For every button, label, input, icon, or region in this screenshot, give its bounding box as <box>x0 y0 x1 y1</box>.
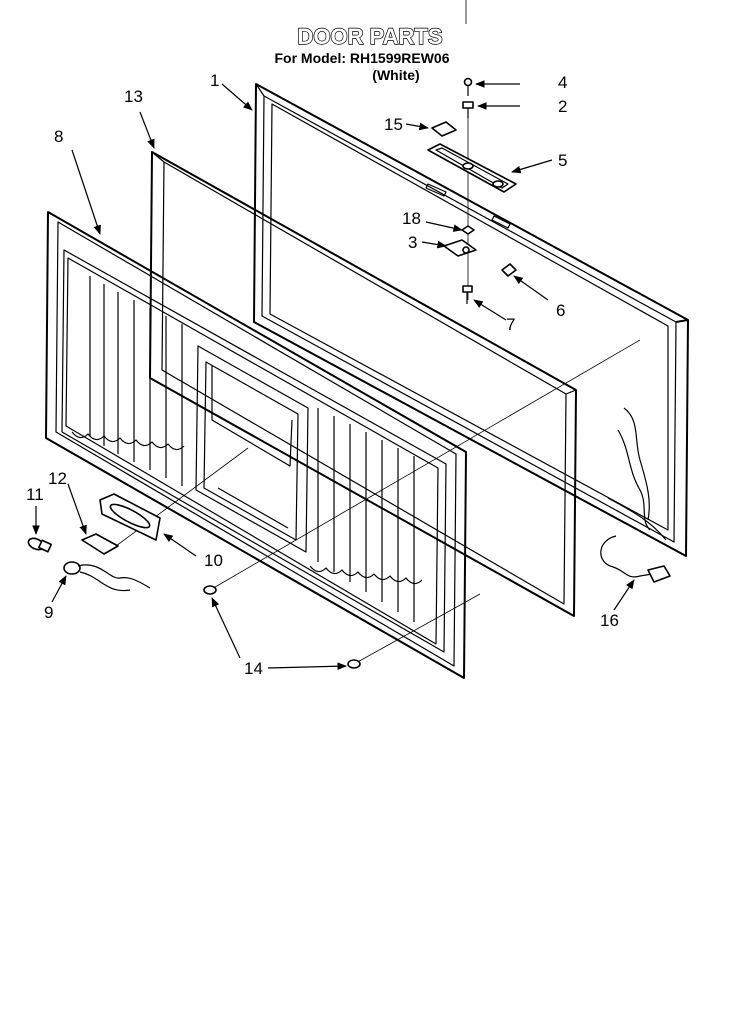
screw-part-7 <box>462 285 473 304</box>
diagram-title: DOOR PARTS <box>297 24 442 49</box>
callout-18: 18 <box>402 209 421 228</box>
callout-2: 2 <box>558 97 567 116</box>
screw-part-2 <box>462 101 474 118</box>
color-line: (White) <box>372 67 419 83</box>
lens-part-12 <box>81 533 119 555</box>
callout-7: 7 <box>506 315 515 334</box>
callout-9: 9 <box>44 603 53 622</box>
screw-part-4 <box>463 77 473 96</box>
callout-labels: 1 4 2 13 15 8 5 18 3 6 7 12 11 10 9 16 1… <box>26 71 619 678</box>
fastener-part-14 <box>203 585 361 669</box>
bulb-part-11 <box>27 537 53 553</box>
leader-lines <box>32 80 635 671</box>
wire-harness-part-16 <box>600 535 671 583</box>
handle-part-5 <box>427 143 517 193</box>
socket-part-9 <box>63 561 151 592</box>
pad-part-15 <box>431 121 457 137</box>
clip-part-18 <box>461 225 475 235</box>
callout-5: 5 <box>558 151 567 170</box>
model-line: For Model: RH1599REW06 <box>274 50 449 66</box>
callout-1: 1 <box>210 71 219 90</box>
callout-10: 10 <box>204 551 223 570</box>
alignment-lines <box>115 0 641 665</box>
callout-13: 13 <box>124 87 143 106</box>
door-gasket-part-13 <box>149 151 577 617</box>
callout-6: 6 <box>556 301 565 320</box>
callout-4: 4 <box>558 73 567 92</box>
inner-door-liner-part-8 <box>45 211 467 679</box>
lamp-housing-part-10 <box>99 493 161 541</box>
callout-8: 8 <box>54 127 63 146</box>
clip-part-6 <box>501 263 517 277</box>
callout-11: 11 <box>26 485 44 504</box>
callout-3: 3 <box>408 233 417 252</box>
door-panel-part-1 <box>253 83 689 557</box>
bracket-part-3 <box>443 239 477 257</box>
callout-15: 15 <box>384 115 403 134</box>
callout-14: 14 <box>244 659 263 678</box>
callout-16: 16 <box>600 611 619 630</box>
callout-12: 12 <box>48 469 67 488</box>
